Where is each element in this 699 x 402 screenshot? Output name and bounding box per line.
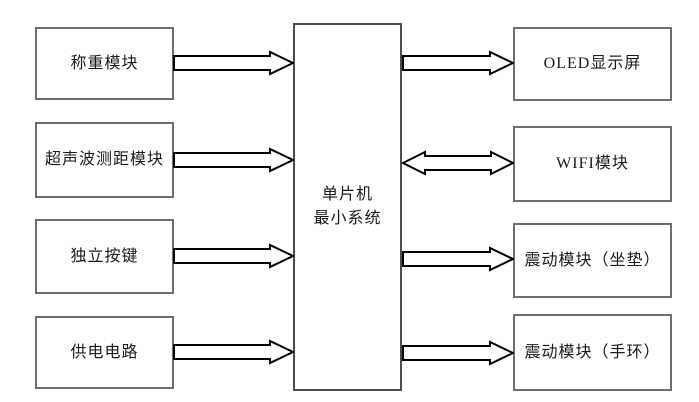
- box-vibration-module-wristband-label: 震动模块（手环）: [524, 343, 661, 361]
- right-arrow-mcu-to-oled: [402, 50, 514, 76]
- box-weighing-module-label: 称重模块: [70, 54, 139, 72]
- right-arrow-mcu-to-wristband: [402, 340, 514, 366]
- box-oled-display: OLED显示屏: [513, 27, 672, 101]
- box-vibration-module-wristband: 震动模块（手环）: [513, 314, 672, 391]
- box-vibration-module-cushion-label: 震动模块（坐垫）: [524, 251, 661, 269]
- box-mcu-minimal-system: 单片机 最小系统: [293, 23, 402, 391]
- box-wifi-module-label: WIFI模块: [556, 155, 629, 172]
- box-power-supply-circuit-label: 供电电路: [70, 343, 139, 361]
- right-arrow-ultrasonic-to-mcu: [173, 147, 294, 173]
- box-vibration-module-cushion: 震动模块（坐垫）: [513, 223, 672, 298]
- box-independent-keys-label: 独立按键: [70, 247, 139, 265]
- box-wifi-module: WIFI模块: [513, 126, 672, 202]
- box-mcu-minimal-system-label-line1: 单片机: [321, 186, 373, 203]
- box-mcu-minimal-system-label-line2: 最小系统: [313, 210, 382, 227]
- box-ultrasonic-ranging-module: 超声波测距模块: [35, 122, 174, 198]
- box-oled-display-label: OLED显示屏: [543, 55, 642, 72]
- right-arrow-mcu-to-cushion: [402, 246, 514, 272]
- box-independent-keys: 独立按键: [35, 219, 174, 294]
- box-power-supply-circuit: 供电电路: [35, 316, 174, 389]
- box-ultrasonic-ranging-module-label: 超声波测距模块: [44, 151, 164, 168]
- box-weighing-module: 称重模块: [35, 27, 174, 100]
- right-arrow-weighing-to-mcu: [173, 50, 294, 76]
- right-arrow-power-to-mcu: [173, 339, 294, 365]
- right-arrow-keys-to-mcu: [173, 243, 294, 269]
- double-arrow-mcu-to-wifi: [402, 150, 514, 176]
